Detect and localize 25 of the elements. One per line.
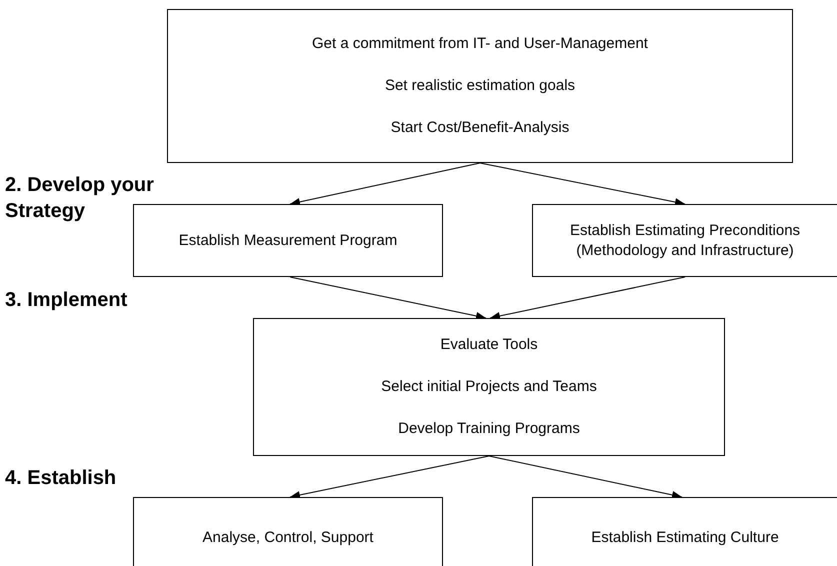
arrow <box>480 162 686 206</box>
box-text: Evaluate Tools <box>440 335 538 355</box>
arrow <box>290 276 486 320</box>
box-text: Analyse, Control, Support <box>202 528 374 548</box>
arrow <box>290 456 490 499</box>
process-box <box>133 497 443 566</box>
box-text: Establish Estimating Culture <box>591 528 779 548</box>
box-text: Develop Training Programs <box>398 419 580 439</box>
process-box <box>253 318 725 456</box>
box-text: Select initial Projects and Teams <box>381 377 597 397</box>
arrow <box>290 162 480 206</box>
arrow <box>488 456 682 499</box>
box-text: Establish Measurement Program <box>178 230 398 250</box>
process-box <box>532 497 837 566</box>
box-text: Start Cost/Benefit-Analysis <box>390 118 570 138</box>
box-text: Establish Estimating Preconditions (Methodology and Infrastructure) <box>568 220 802 260</box>
process-box <box>167 9 793 163</box>
phase-heading: 3. Implement <box>5 288 128 313</box>
phase-heading: 2. Develop your Strategy <box>5 173 155 224</box>
box-text: Set realistic estimation goals <box>384 76 576 96</box>
process-box <box>532 204 837 277</box>
arrow <box>490 276 686 320</box>
process-box <box>133 204 443 277</box>
phase-heading: 4. Establish <box>5 466 118 491</box>
box-text: Get a commitment from IT- and User-Management <box>312 34 648 54</box>
